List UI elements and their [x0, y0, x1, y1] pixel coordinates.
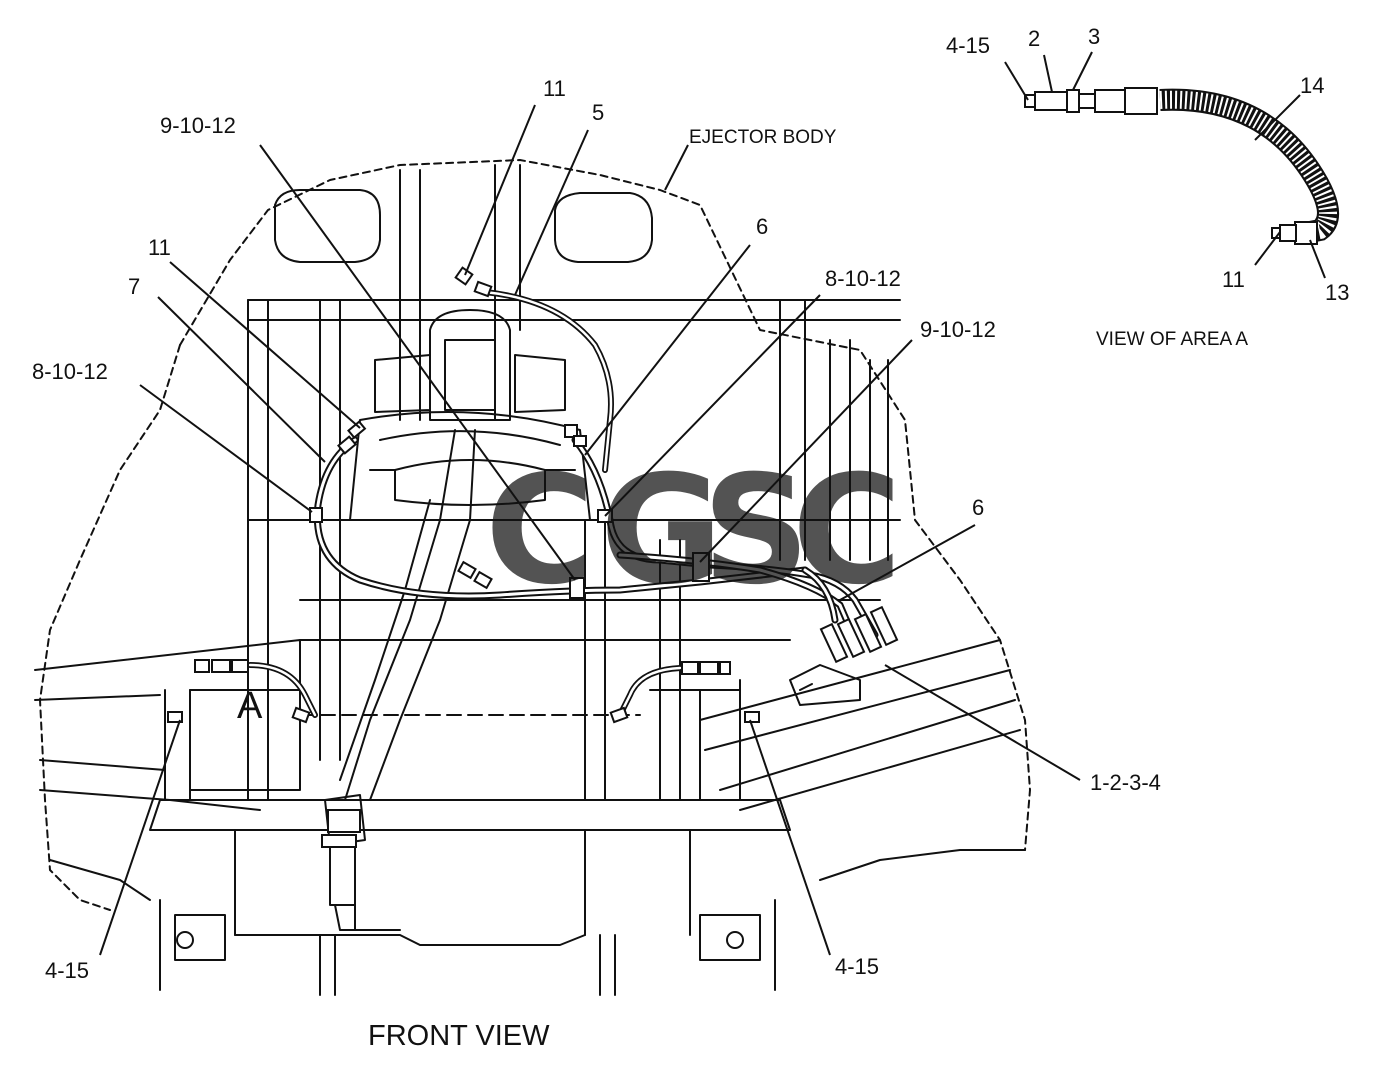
- callout-9-10-12-top: 9-10-12: [160, 113, 236, 138]
- callout-6-upper: 6: [756, 214, 768, 239]
- leader-lines: [99, 51, 1326, 956]
- callout-8-10-12-left: 8-10-12: [32, 359, 108, 384]
- callout-9-10-12-right: 9-10-12: [920, 317, 996, 342]
- inset-callout-11: 11: [1222, 267, 1245, 292]
- inset-callout-13: 13: [1325, 280, 1349, 305]
- callout-labels: 9-10-12 11 5 EJECTOR BODY 11 7 8-10-12 6…: [32, 24, 1349, 1052]
- center-cylinder: [429, 309, 511, 421]
- watermark-letter-4: C: [792, 444, 902, 618]
- callout-11-top: 11: [543, 76, 566, 101]
- inset-area-a: [1024, 87, 1339, 245]
- window-left: [274, 189, 381, 263]
- view-of-area-a-caption: VIEW OF AREA A: [1096, 329, 1248, 350]
- callout-5: 5: [592, 100, 604, 125]
- callout-1-2-3-4: 1-2-3-4: [1090, 770, 1161, 795]
- inset-callout-14: 14: [1300, 73, 1324, 98]
- front-view-caption: FRONT VIEW: [368, 1020, 550, 1052]
- area-a-marker: A: [237, 685, 263, 727]
- callout-7: 7: [128, 274, 140, 299]
- callout-4-15-left: 4-15: [45, 958, 89, 983]
- ejector-body-outline: [179, 159, 1031, 851]
- window-right: [554, 192, 653, 263]
- watermark: C G S C: [485, 444, 902, 618]
- callout-11-left: 11: [148, 235, 171, 260]
- hose-down-1: [344, 429, 456, 801]
- callout-4-15-right: 4-15: [835, 954, 879, 979]
- watermark-letter-3: S: [702, 444, 810, 618]
- inset-fitting-3: [1066, 89, 1080, 113]
- callout-8-10-12-right: 8-10-12: [825, 266, 901, 291]
- callout-6-lower: 6: [972, 495, 984, 520]
- inset-callout-2: 2: [1028, 26, 1040, 51]
- inset-callout-4-15: 4-15: [946, 33, 990, 58]
- inset-callout-3: 3: [1088, 24, 1100, 49]
- ejector-body-label: EJECTOR BODY: [689, 127, 837, 148]
- inset-fitting-2: [1034, 91, 1068, 111]
- fittings: [167, 266, 899, 848]
- watermark-letter-2: G: [600, 444, 723, 618]
